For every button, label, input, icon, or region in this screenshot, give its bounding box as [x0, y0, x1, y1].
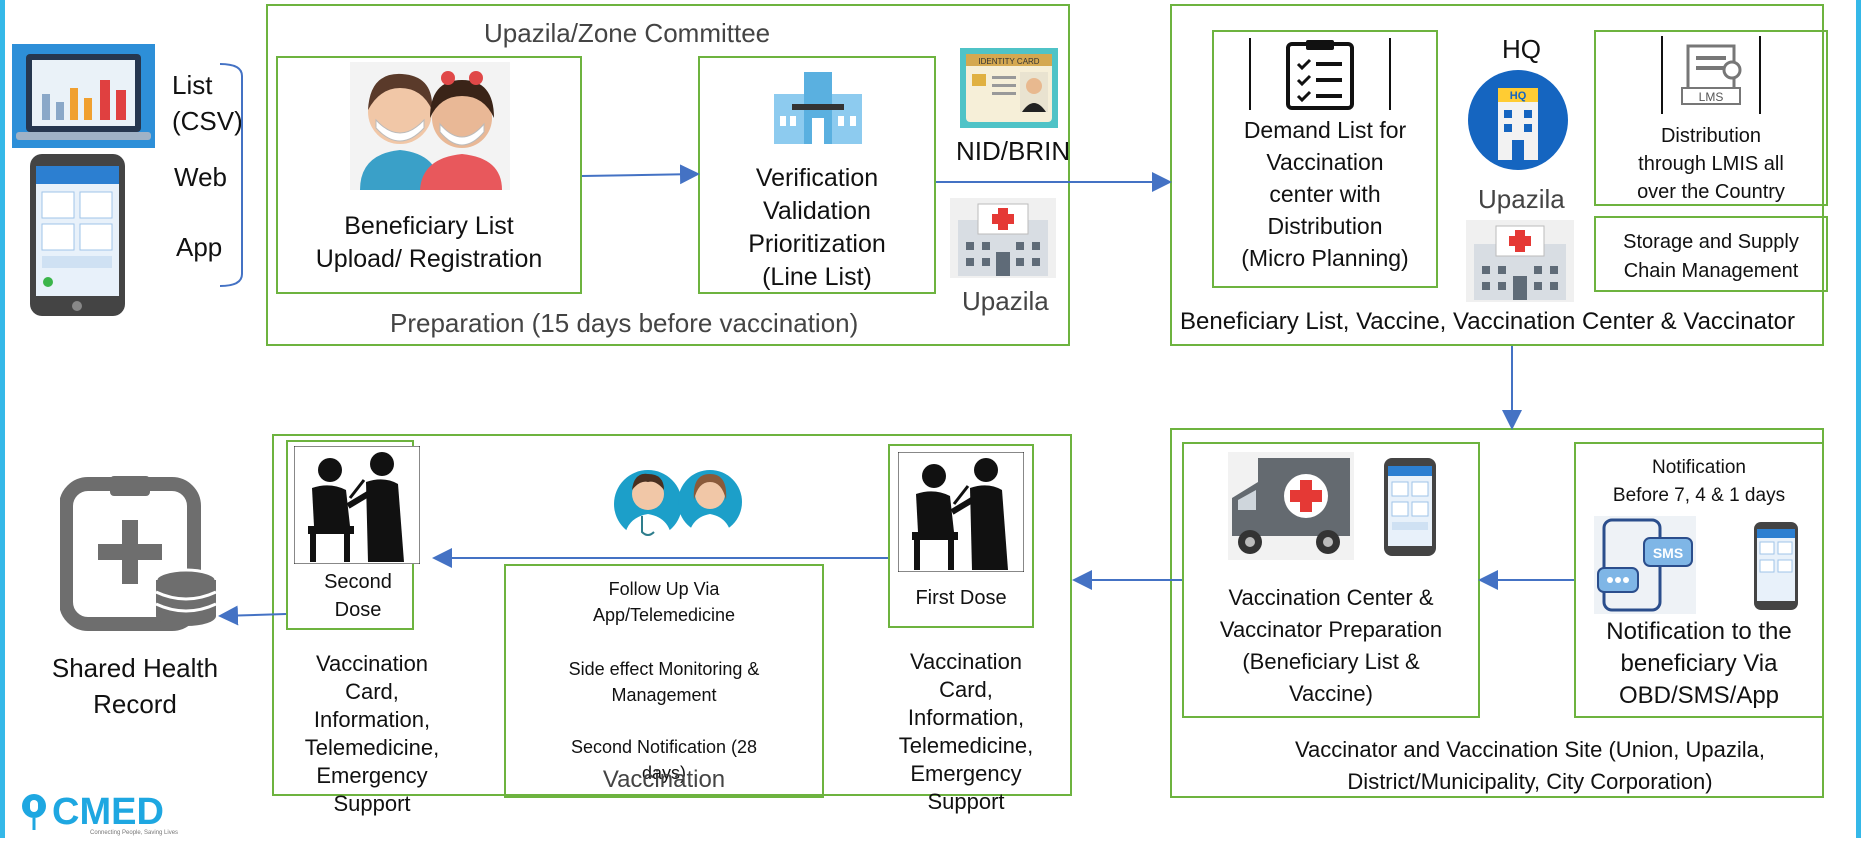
beneficiary-box: [276, 56, 582, 294]
second-notification-text: Second Notification (28 days): [570, 737, 758, 783]
first-dose-box: [888, 444, 1034, 628]
storage-box: [1594, 216, 1828, 292]
lms-icon: LMS: [1660, 36, 1762, 114]
second-dose-label: Second Dose: [324, 571, 392, 621]
cmed-logo: CMED Connecting People, Saving Lives: [20, 790, 210, 836]
clipboard-icon: [1248, 38, 1392, 110]
app-label: App: [176, 232, 223, 262]
id-card-icon: IDENTITY CARD: [960, 48, 1058, 128]
phone-icon: [26, 152, 129, 318]
notification-title: Notification Before 7, 4 & 1 days: [1612, 457, 1786, 506]
cmed-logo-name: CMED: [52, 791, 164, 833]
shared-record-label: Shared Health Record: [51, 653, 219, 719]
followup-text: Follow Up Via App/Telemedicine: [592, 579, 736, 625]
arrow-second-dose-to-record: [218, 605, 287, 626]
planning-hospital-icon: [1466, 220, 1574, 302]
laptop-icon: [12, 44, 155, 148]
upazila-label: Upazila: [962, 286, 1049, 316]
side-effect-text: Side effect Monitoring & Management: [568, 659, 760, 705]
demand-box: [1212, 30, 1438, 288]
web-label: Web: [174, 162, 227, 192]
sms-badge: SMS: [1653, 545, 1683, 561]
hq-label: HQ: [1502, 34, 1541, 64]
site-phone-icon: [1382, 456, 1438, 558]
first-dose-icon: [897, 451, 1025, 573]
second-dose-icon: [293, 445, 421, 565]
vaccination-label: Vaccination: [602, 766, 726, 793]
verification-text: Verification Validation Prioritization (…: [748, 164, 886, 291]
lmis-box: [1594, 30, 1828, 206]
preparation-footer: Preparation (15 days before vaccination): [390, 308, 859, 338]
first-dose-label: First Dose: [915, 587, 1007, 609]
lmis-text: Distribution through LMIS all over the C…: [1637, 125, 1785, 203]
hq-badge: HQ: [1510, 90, 1527, 102]
building-icon: [772, 70, 864, 144]
beneficiary-text: Beneficiary List Upload/ Registration: [315, 212, 543, 273]
site-footer: Vaccinator and Vaccination Site (Union, …: [1295, 737, 1765, 794]
doctors-icon: [610, 452, 746, 546]
lms-badge: LMS: [1699, 90, 1724, 104]
left-edge: [0, 0, 5, 838]
storage-text: Storage and Supply Chain Management: [1623, 231, 1799, 282]
right-edge: [1856, 0, 1861, 838]
arrow-beneficiary-to-verification: [581, 164, 700, 185]
notification-box: [1574, 442, 1824, 718]
center-prep-text: Vaccination Center & Vaccinator Preparat…: [1219, 585, 1443, 706]
planning-footer: Beneficiary List, Vaccine, Vaccination C…: [1180, 308, 1795, 335]
second-dose-support: Vaccination Card, Information, Telemedic…: [304, 651, 440, 816]
planning-upazila-label: Upazila: [1478, 184, 1565, 214]
hospital-icon: [950, 198, 1056, 278]
followup-box: [504, 564, 824, 798]
preparation-box: [266, 4, 1070, 346]
id-card-title: IDENTITY CARD: [978, 57, 1039, 66]
preparation-title: Upazila/Zone Committee: [484, 18, 771, 48]
list-label: List: [172, 70, 213, 100]
ambulance-icon: [1228, 452, 1354, 560]
masked-people-icon: [350, 62, 510, 190]
input-bracket: [218, 62, 258, 288]
cmed-logo-tagline: Connecting People, Saving Lives: [90, 830, 178, 836]
nid-label: NID/BRIN: [956, 136, 1071, 166]
demand-text: Demand List for Vaccination center with …: [1241, 117, 1409, 271]
sms-icon: SMS: [1594, 516, 1696, 614]
hq-building-icon: HQ: [1464, 68, 1572, 172]
health-record-icon: [59, 476, 220, 632]
notification-body: Notification to the beneficiary Via OBD/…: [1606, 618, 1792, 709]
notification-phone-icon: [1752, 520, 1800, 612]
csv-label: (CSV): [172, 106, 243, 136]
first-dose-support: Vaccination Card, Information, Telemedic…: [898, 649, 1034, 814]
